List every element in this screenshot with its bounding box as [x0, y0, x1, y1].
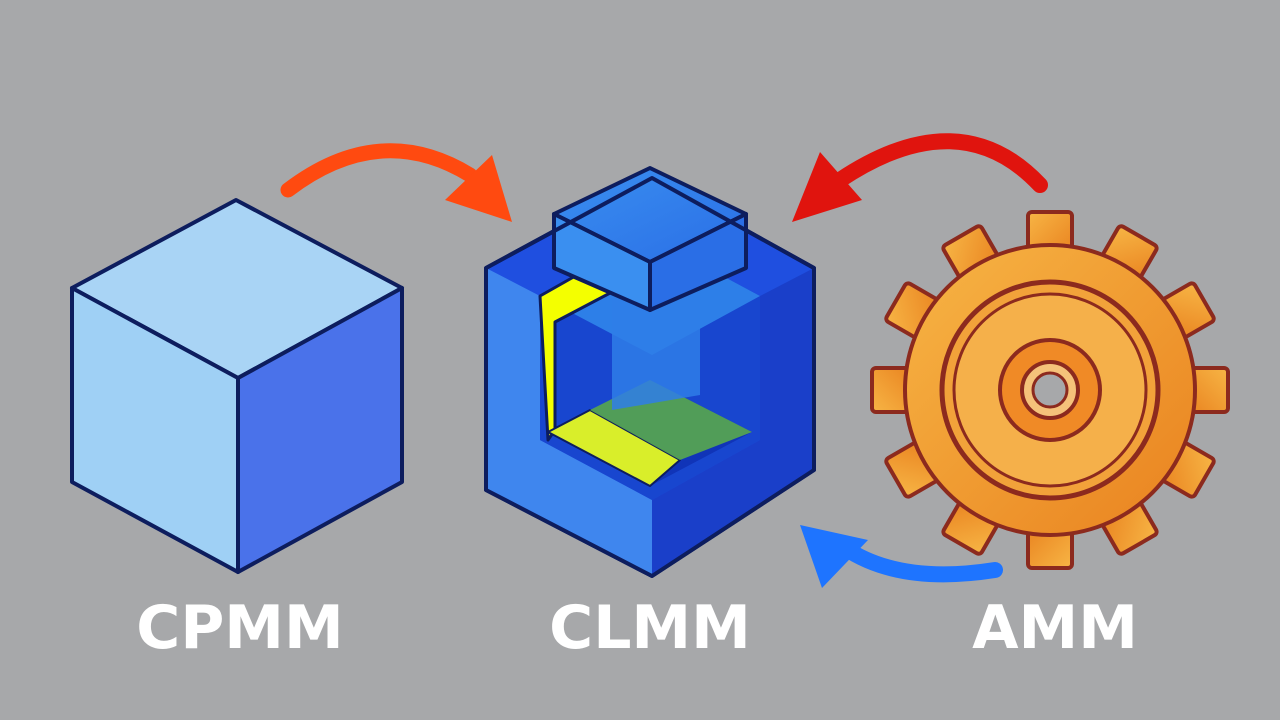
gear-icon — [870, 210, 1230, 570]
arrow-cpmm-to-clmm-icon — [280, 143, 512, 222]
arrow-amm-to-clmm-top-icon — [792, 133, 1048, 222]
cube-icon — [70, 198, 404, 574]
arrow-amm-to-clmm-bottom-icon — [800, 525, 1003, 588]
label-amm: AMM — [972, 593, 1138, 663]
label-clmm: CLMM — [549, 593, 751, 663]
label-cpmm: CPMM — [136, 593, 344, 663]
nested-cube-icon — [484, 166, 816, 578]
